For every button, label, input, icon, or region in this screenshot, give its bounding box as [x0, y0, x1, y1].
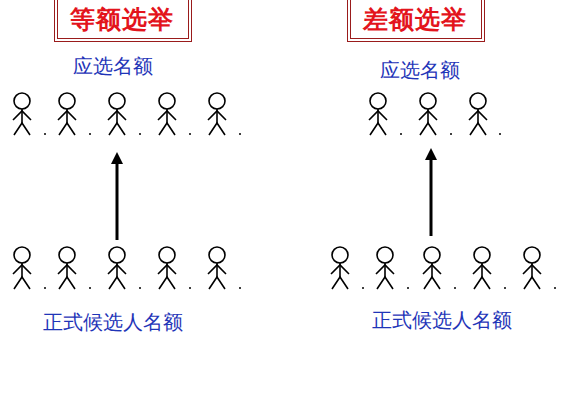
title-text: 等额选举 [70, 5, 176, 35]
quota-label: 正式候选人名额 [43, 310, 183, 334]
quota-label: 应选名额 [380, 58, 460, 82]
ellipsis-dots [44, 133, 556, 289]
title-box: 差额选举 [347, 0, 485, 42]
title-box: 等额选举 [54, 0, 192, 42]
up-arrow [116, 158, 119, 240]
up-arrow [430, 154, 433, 236]
title-text: 差额选举 [363, 5, 469, 35]
quota-label: 应选名额 [73, 54, 153, 78]
quota-label: 正式候选人名额 [372, 308, 512, 332]
stick-figures [13, 93, 541, 289]
